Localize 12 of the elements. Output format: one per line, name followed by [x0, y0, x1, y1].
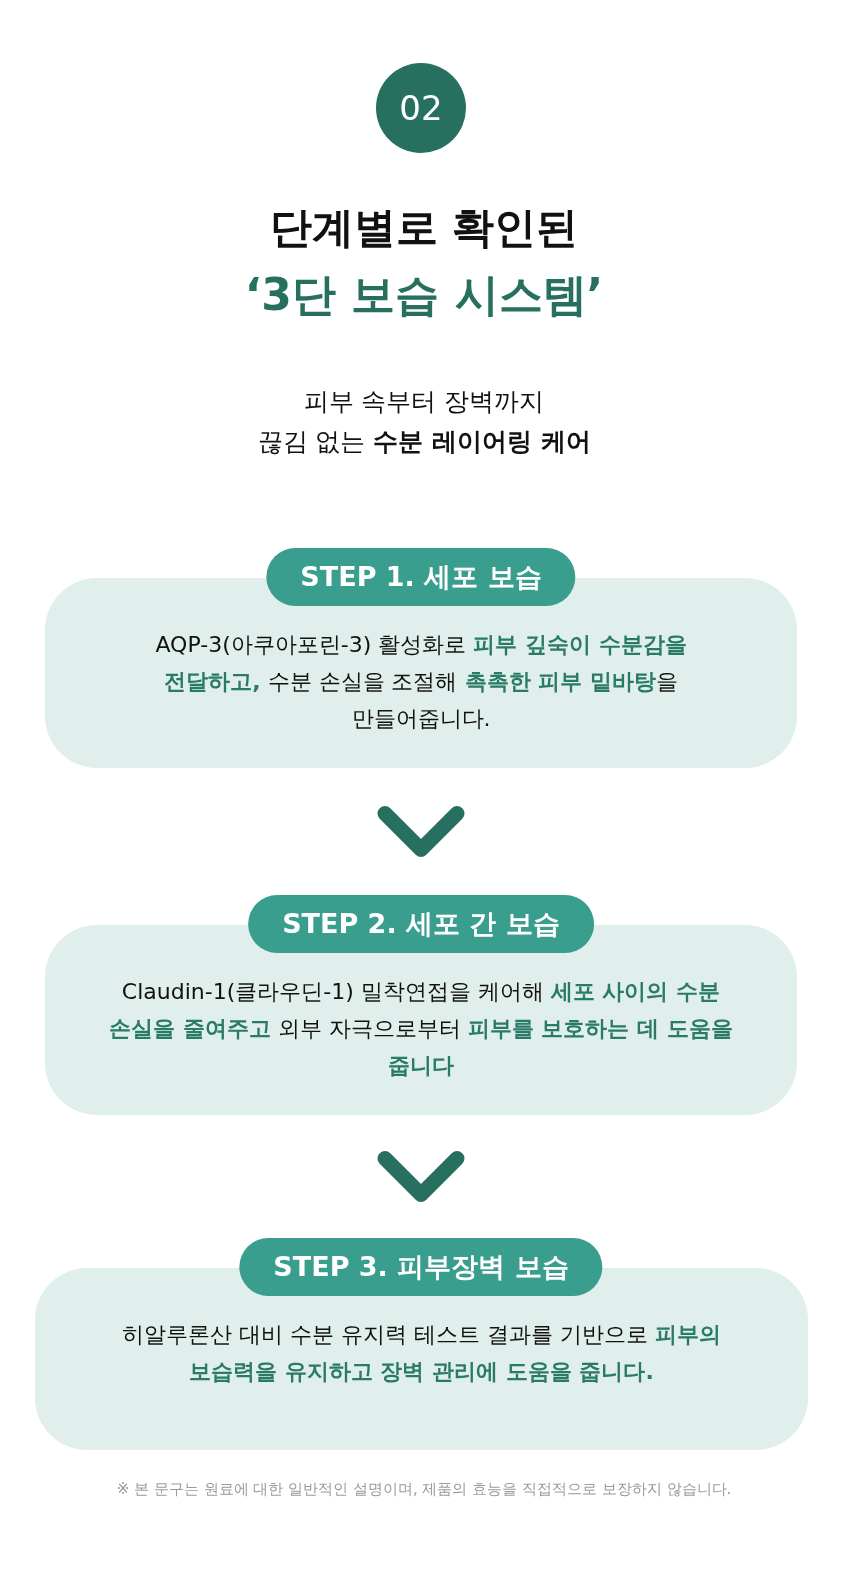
highlight-title: ‘3단 보습 시스템’ — [243, 268, 605, 322]
disclaimer-note: ※ 본 문구는 원료에 대한 일반적인 설명이며, 제품의 효능을 직접적으로 보장하지 않습니다. — [115, 1480, 733, 1499]
step-number-badge: 02 — [376, 63, 466, 153]
step-description: Claudin-1(클라우딘-1) 밀착연접을 케어해 세포 사이의 수분 손실을 줄여주고 외부 자극으로부터 피부를 보호하는 데 도움을 줍니다 — [108, 978, 734, 1080]
step-heading-pill: STEP 1. 세포 보습 — [266, 548, 576, 606]
subtitle-text: 피부 속부터 장벽까지 — [303, 386, 545, 418]
title: 단계별로 확인된 — [268, 202, 580, 254]
subtitle-text: 끊김 없는 수분 레이어링 케어 — [257, 426, 591, 458]
step-description: AQP-3(아쿠아포린-3) 활성화로 피부 깊숙이 수분감을 전달하고, 수분 손실을 조절해 촉촉한 피부 밑바탕을 만들어줍니다. — [154, 631, 688, 733]
step-heading-pill: STEP 3. 피부장벽 보습 — [239, 1238, 603, 1296]
step-description: 히알루론산 대비 수분 유지력 테스트 결과를 기반으로 피부의 보습력을 유지하고 장벽 관리에 도움을 줍니다. — [121, 1321, 722, 1386]
step-heading-pill: STEP 2. 세포 간 보습 — [248, 895, 594, 953]
